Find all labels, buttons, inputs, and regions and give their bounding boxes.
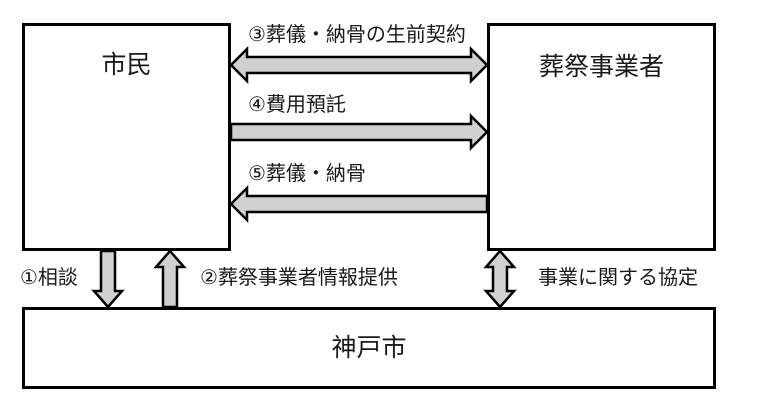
kobe-city-box: 神戸市 [22, 307, 716, 389]
citizen-box: 市民 [22, 23, 231, 251]
contract-flow-label: ③葬儀・納骨の生前契約 [248, 22, 466, 46]
service-flow-label: ⑤葬儀・納骨 [248, 161, 366, 185]
kobe-city-label: 神戸市 [331, 333, 407, 362]
service-left-arrow [229, 184, 489, 224]
citizen-label: 市民 [101, 50, 152, 79]
info-up-arrow [153, 249, 187, 309]
funeral-operator-box: 葬祭事業者 [487, 23, 716, 251]
contract-double-arrow [229, 45, 489, 85]
agreement-double-arrow [483, 249, 517, 309]
funeral-operator-label: 葬祭事業者 [538, 52, 664, 81]
info-flow-label: ②葬祭事業者情報提供 [200, 265, 398, 289]
deposit-right-arrow [229, 112, 489, 152]
consult-down-arrow [91, 249, 125, 309]
consult-flow-label: ①相談 [20, 265, 78, 289]
agreement-flow-label: 事業に関する協定 [538, 265, 698, 289]
deposit-flow-label: ④費用預託 [248, 92, 346, 116]
